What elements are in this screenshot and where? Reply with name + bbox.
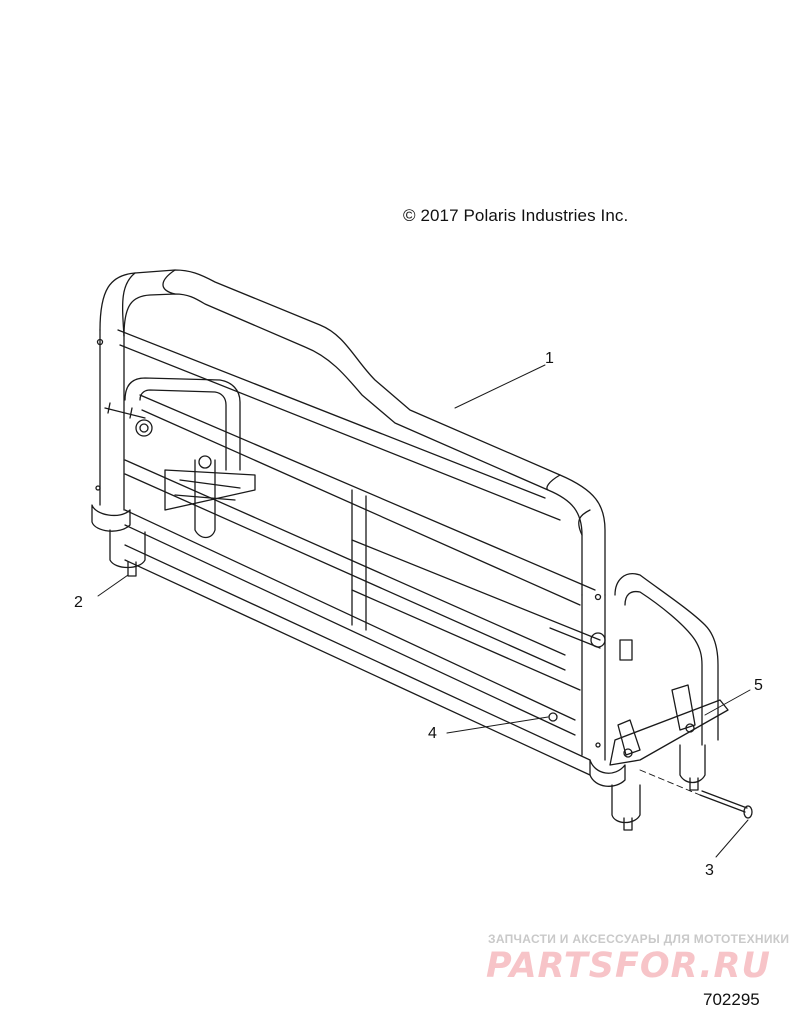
watermark-caption: ЗАПЧАСТИ И АКСЕССУАРЫ ДЛЯ МОТОТЕХНИКИ [488,932,790,946]
callout-4: 4 [428,725,437,742]
right-post [581,593,641,831]
callout-2: 2 [74,594,83,611]
center-bracket [164,455,256,539]
middle-bars [351,489,601,691]
copyright-text: © 2017 Polaris Industries Inc. [403,206,629,225]
inner-loop [104,377,241,471]
leader-line-4 [446,716,549,734]
horizontal-rails [117,329,596,776]
callout-3: 3 [705,862,714,879]
callout-1: 1 [545,350,554,367]
leader-line-5 [704,689,751,716]
callout-5: 5 [754,677,763,694]
leader-line-2 [97,574,129,597]
bracket-part [609,684,729,766]
nut-part [548,712,558,722]
top-rail [99,269,606,596]
left-post [91,329,146,577]
pin-part [699,790,753,819]
leader-line-1 [454,364,546,409]
figure-number: 702295 [703,990,760,1009]
leader-line-3 [715,819,749,858]
watermark-logo: PARTSFOR.RU [486,946,771,986]
right-rear-loop [549,573,719,791]
